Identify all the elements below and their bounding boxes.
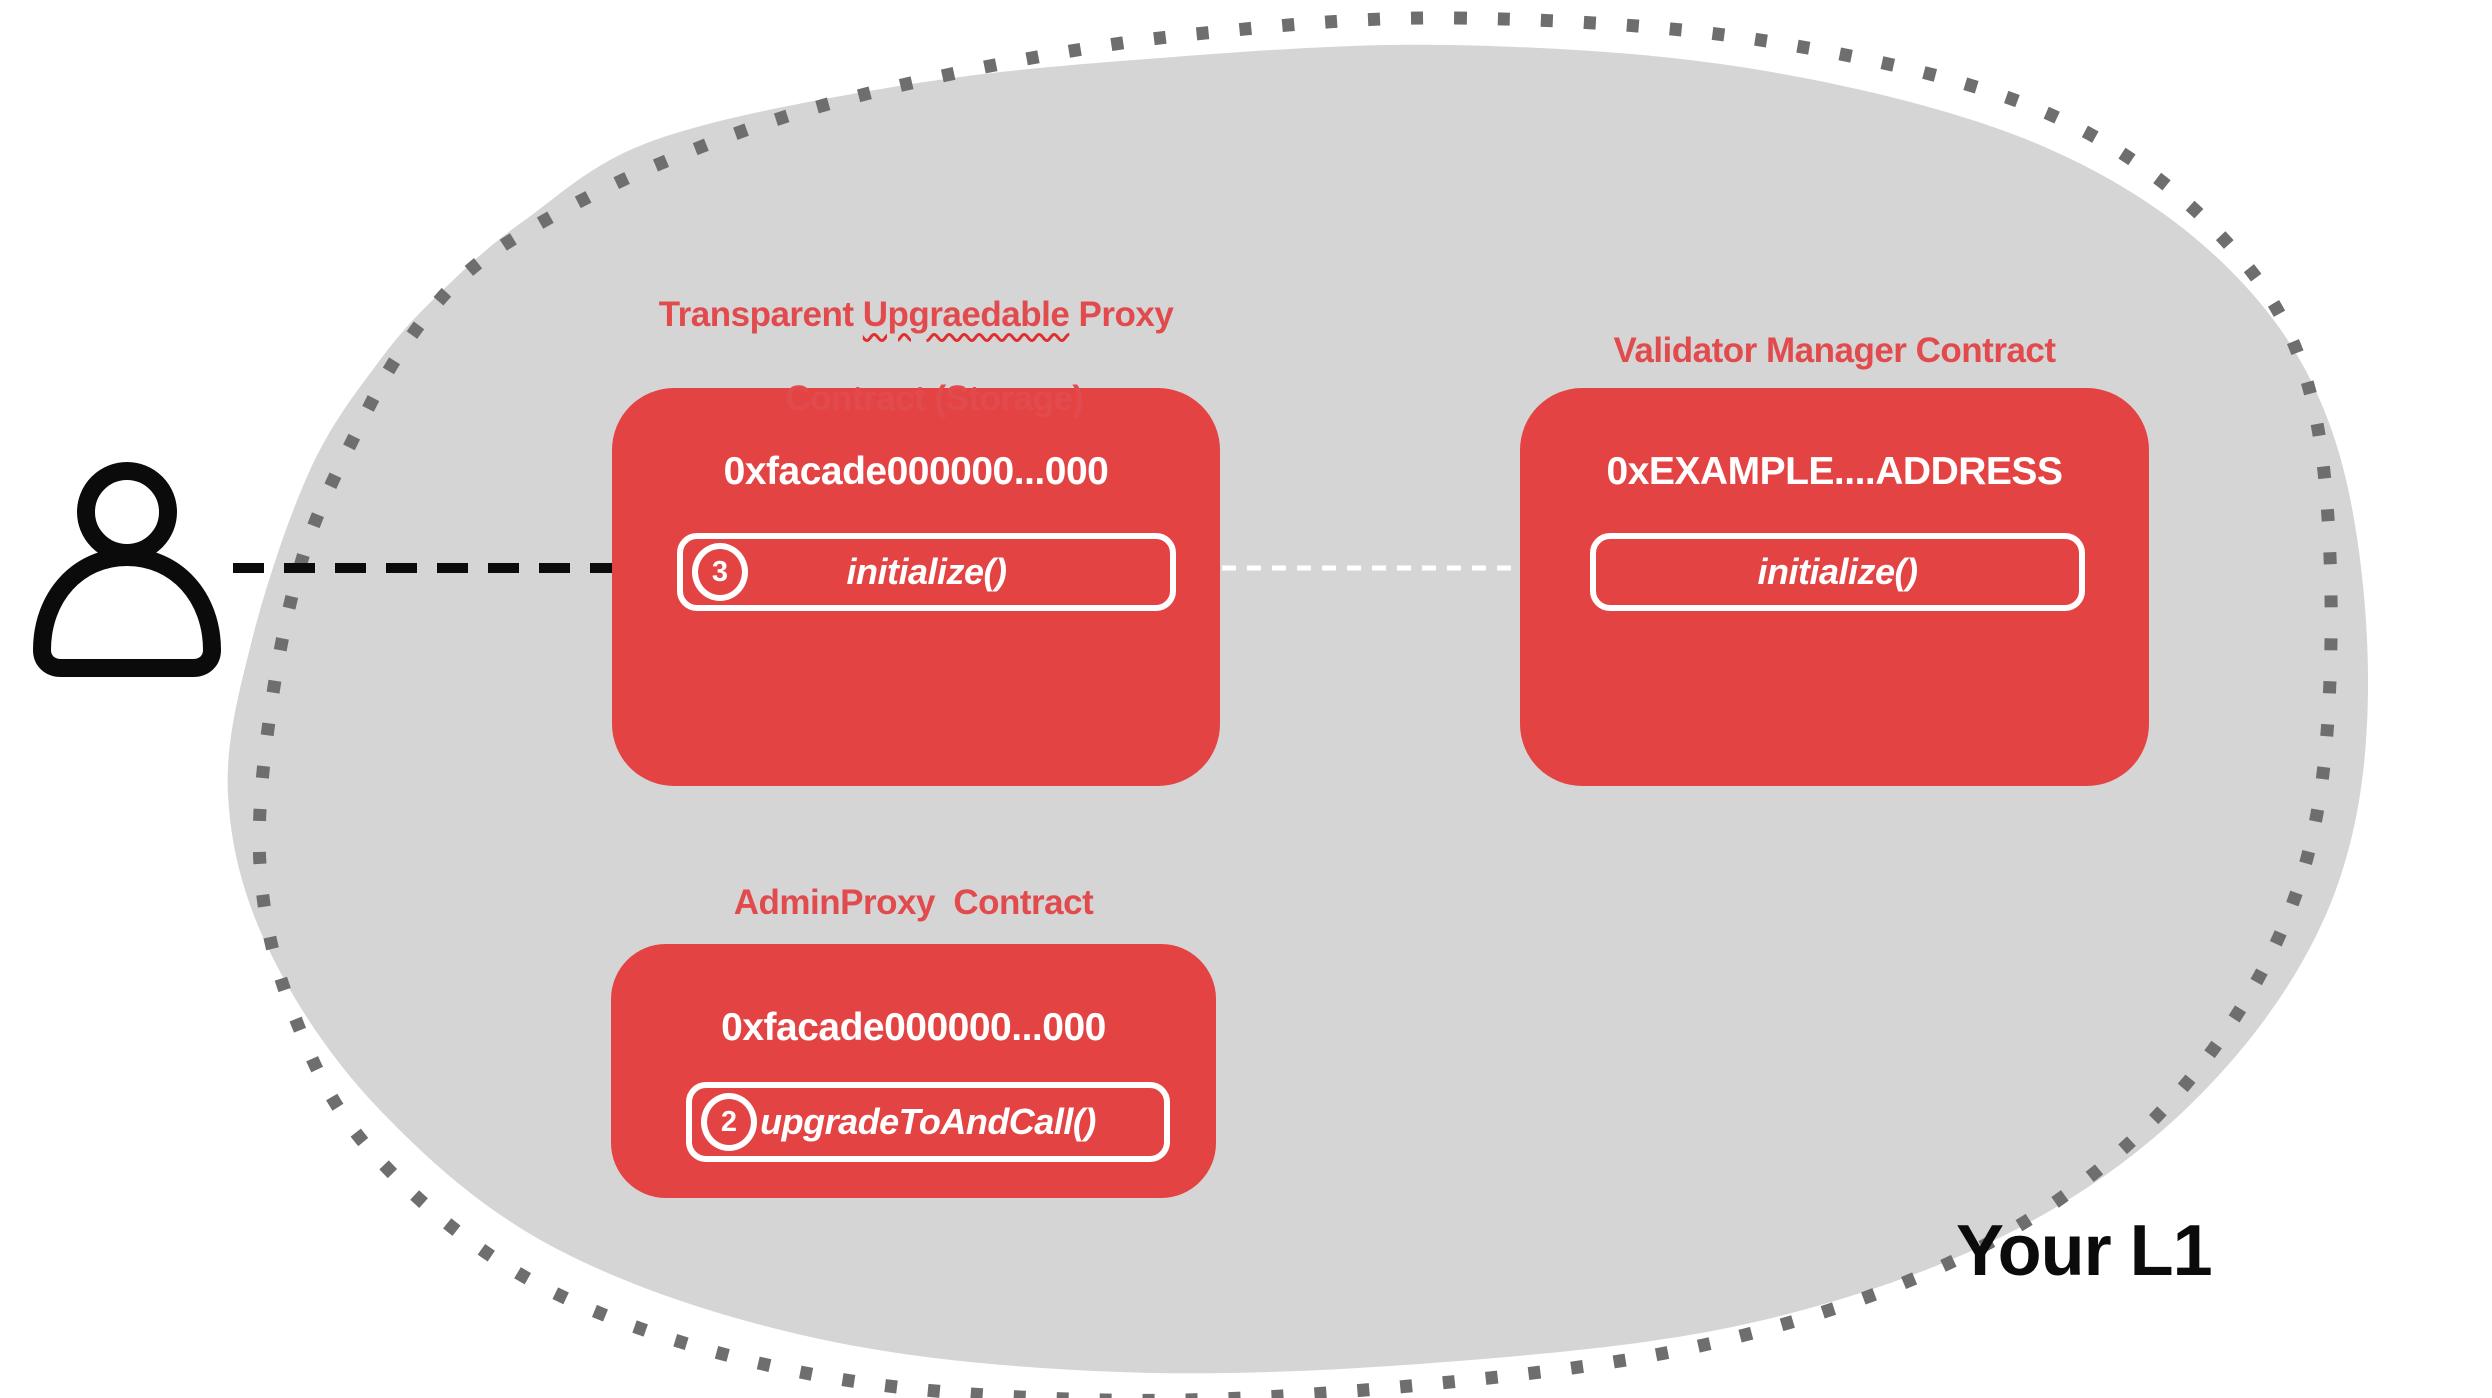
step-2-badge: 2 bbox=[701, 1093, 757, 1151]
admin-proxy-contract-title: AdminProxy Contract bbox=[733, 883, 1094, 922]
validator-contract-address: 0xEXAMPLE....ADDRESS bbox=[1606, 450, 2063, 493]
proxy-title-part1: Transparent bbox=[658, 295, 863, 334]
user-body-icon bbox=[32, 547, 222, 677]
region-label: Your L1 bbox=[1956, 1211, 2213, 1291]
proxy-method-label: initialize() bbox=[846, 551, 1007, 592]
user-head-icon bbox=[77, 462, 177, 562]
validator-initialize-pill: initialize() bbox=[1590, 533, 2085, 611]
validator-contract-title: Validator Manager Contract bbox=[1613, 331, 2056, 370]
proxy-contract-title: Transparent Upgraedable Proxy Contract (… bbox=[582, 294, 1250, 462]
proxy-title-line2: Contract (Storage) bbox=[785, 379, 1084, 418]
admin-proxy-contract-address: 0xfacade000000...000 bbox=[721, 1006, 1106, 1049]
admin-proxy-contract-box bbox=[611, 944, 1216, 1198]
proxy-title-part2: Proxy bbox=[1069, 295, 1174, 334]
proxy-title-misspelled-word: Upgraedable bbox=[862, 295, 1070, 334]
validator-contract-box bbox=[1520, 388, 2149, 786]
admin-upgrade-pill: 2 upgradeToAndCall() bbox=[686, 1082, 1170, 1162]
proxy-contract-address: 0xfacade000000...000 bbox=[723, 450, 1109, 493]
step-3-badge: 3 bbox=[692, 543, 748, 601]
admin-method-label: upgradeToAndCall() bbox=[760, 1101, 1096, 1142]
proxy-initialize-pill: 3 initialize() bbox=[677, 533, 1176, 611]
user-icon bbox=[32, 462, 222, 677]
validator-method-label: initialize() bbox=[1757, 551, 1918, 592]
